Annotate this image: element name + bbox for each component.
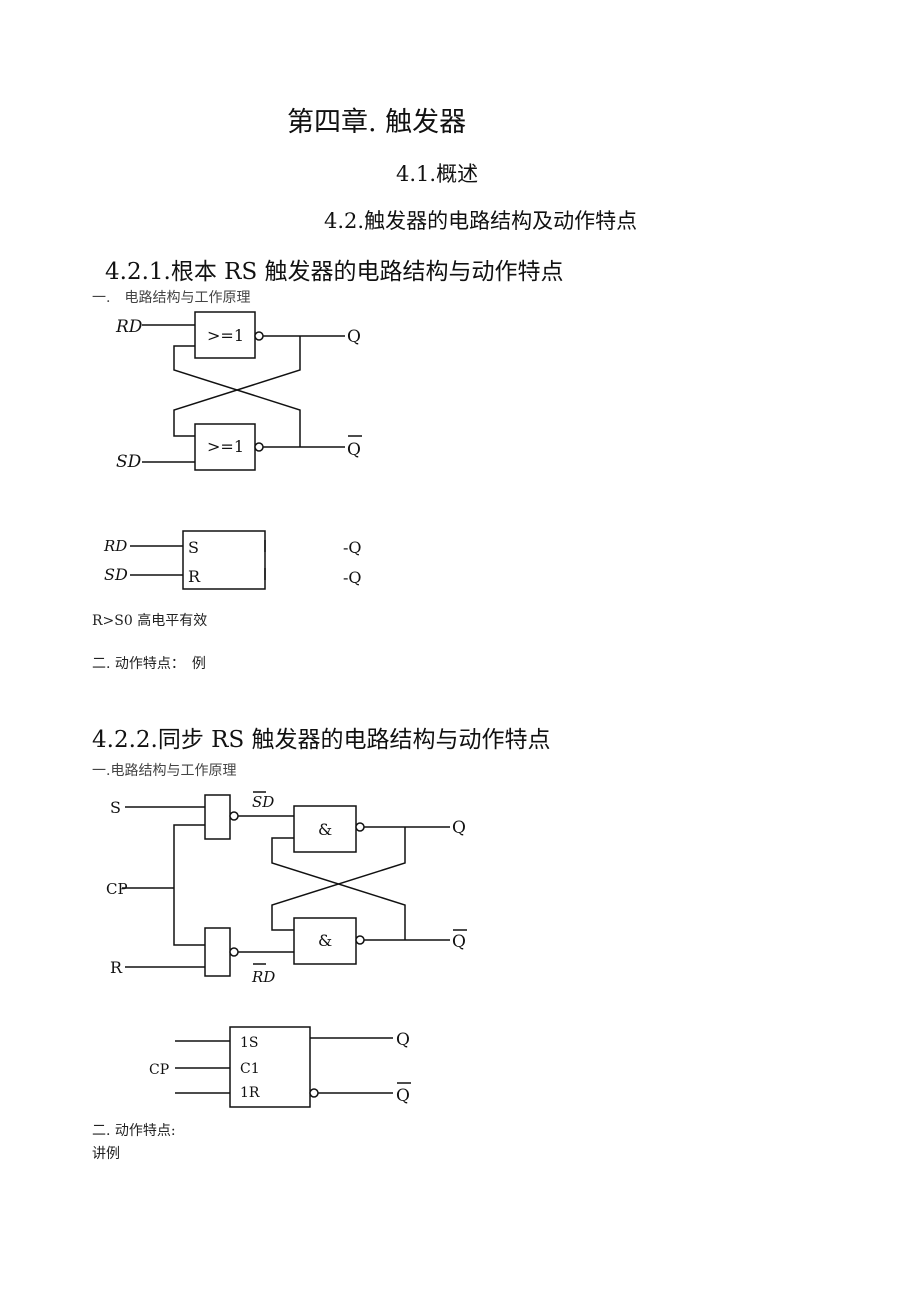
nor-gate-bottom-label: >=1 (207, 437, 244, 456)
symbol1-out-q: -Q (343, 538, 362, 557)
nor-gate-top-label: >=1 (207, 326, 244, 345)
nand-gate-main-top-label: & (318, 820, 332, 839)
nand-gate-main-bottom (293, 917, 357, 965)
symbol1-in-rd: RD (103, 537, 127, 555)
input-s-label: S (110, 798, 121, 817)
subsection-characteristics-1: 二. 动作特点： 例 (92, 656, 206, 672)
label-rd-bar: RD (251, 968, 275, 986)
nand-gate-input-s (204, 794, 231, 840)
input-sd-label: SD (116, 452, 142, 472)
input-cp-label: CP (106, 880, 128, 898)
symbol2-out-q: Q (396, 1030, 410, 1050)
nand-gate-main-bottom-label: & (318, 931, 332, 950)
symbol2-pin-c1: C1 (240, 1061, 260, 1077)
example-text: 讲例 (92, 1146, 120, 1162)
symbol2-box (229, 1026, 311, 1108)
subsection-characteristics-2: 二. 动作特点: (92, 1123, 176, 1139)
output-q2-label: Q (452, 818, 466, 838)
nor-gate-top (194, 311, 256, 359)
section-4-2-2-heading: 4.2.2.同步 RS 触发器的电路结构与动作特点 (92, 727, 551, 753)
symbol1-box (182, 530, 266, 590)
symbol1-pin-s: S (188, 538, 199, 557)
output-q-label: Q (347, 327, 361, 347)
subsection-structure-1: 一. 电路结构与工作原理 (92, 290, 251, 306)
section-4-2-1-heading: 4.2.1.根本 RS 触发器的电路结构与动作特点 (105, 259, 564, 285)
active-level-note: R>S0 高电平有效 (92, 613, 208, 629)
symbol2-pin-1s: 1S (240, 1035, 259, 1051)
input-r-label: R (110, 958, 123, 977)
symbol2-in-cp: CP (149, 1062, 169, 1078)
section-4-1-heading: 4.1.概述 (396, 162, 479, 186)
chapter-title: 第四章. 触发器 (287, 107, 467, 138)
nand-gate-input-r (204, 927, 231, 977)
output-qbar-label: Q (347, 440, 361, 460)
symbol1-out-qbar: -Q (343, 568, 362, 587)
section-4-2-heading: 4.2.触发器的电路结构及动作特点 (324, 209, 638, 233)
label-sd-bar: SD (252, 793, 274, 811)
subsection-structure-2: 一.电路结构与工作原理 (92, 763, 237, 779)
symbol2-out-qbar: Q (396, 1086, 410, 1106)
symbol2-pin-1r: 1R (240, 1085, 260, 1101)
nand-gate-main-top (293, 805, 357, 853)
input-rd-label: RD (115, 317, 143, 337)
output-qbar2-label: Q (452, 932, 466, 952)
symbol2-qbar-bubble (309, 1088, 319, 1098)
symbol1-in-sd: SD (104, 565, 128, 584)
symbol1-pin-r: R (188, 567, 201, 586)
